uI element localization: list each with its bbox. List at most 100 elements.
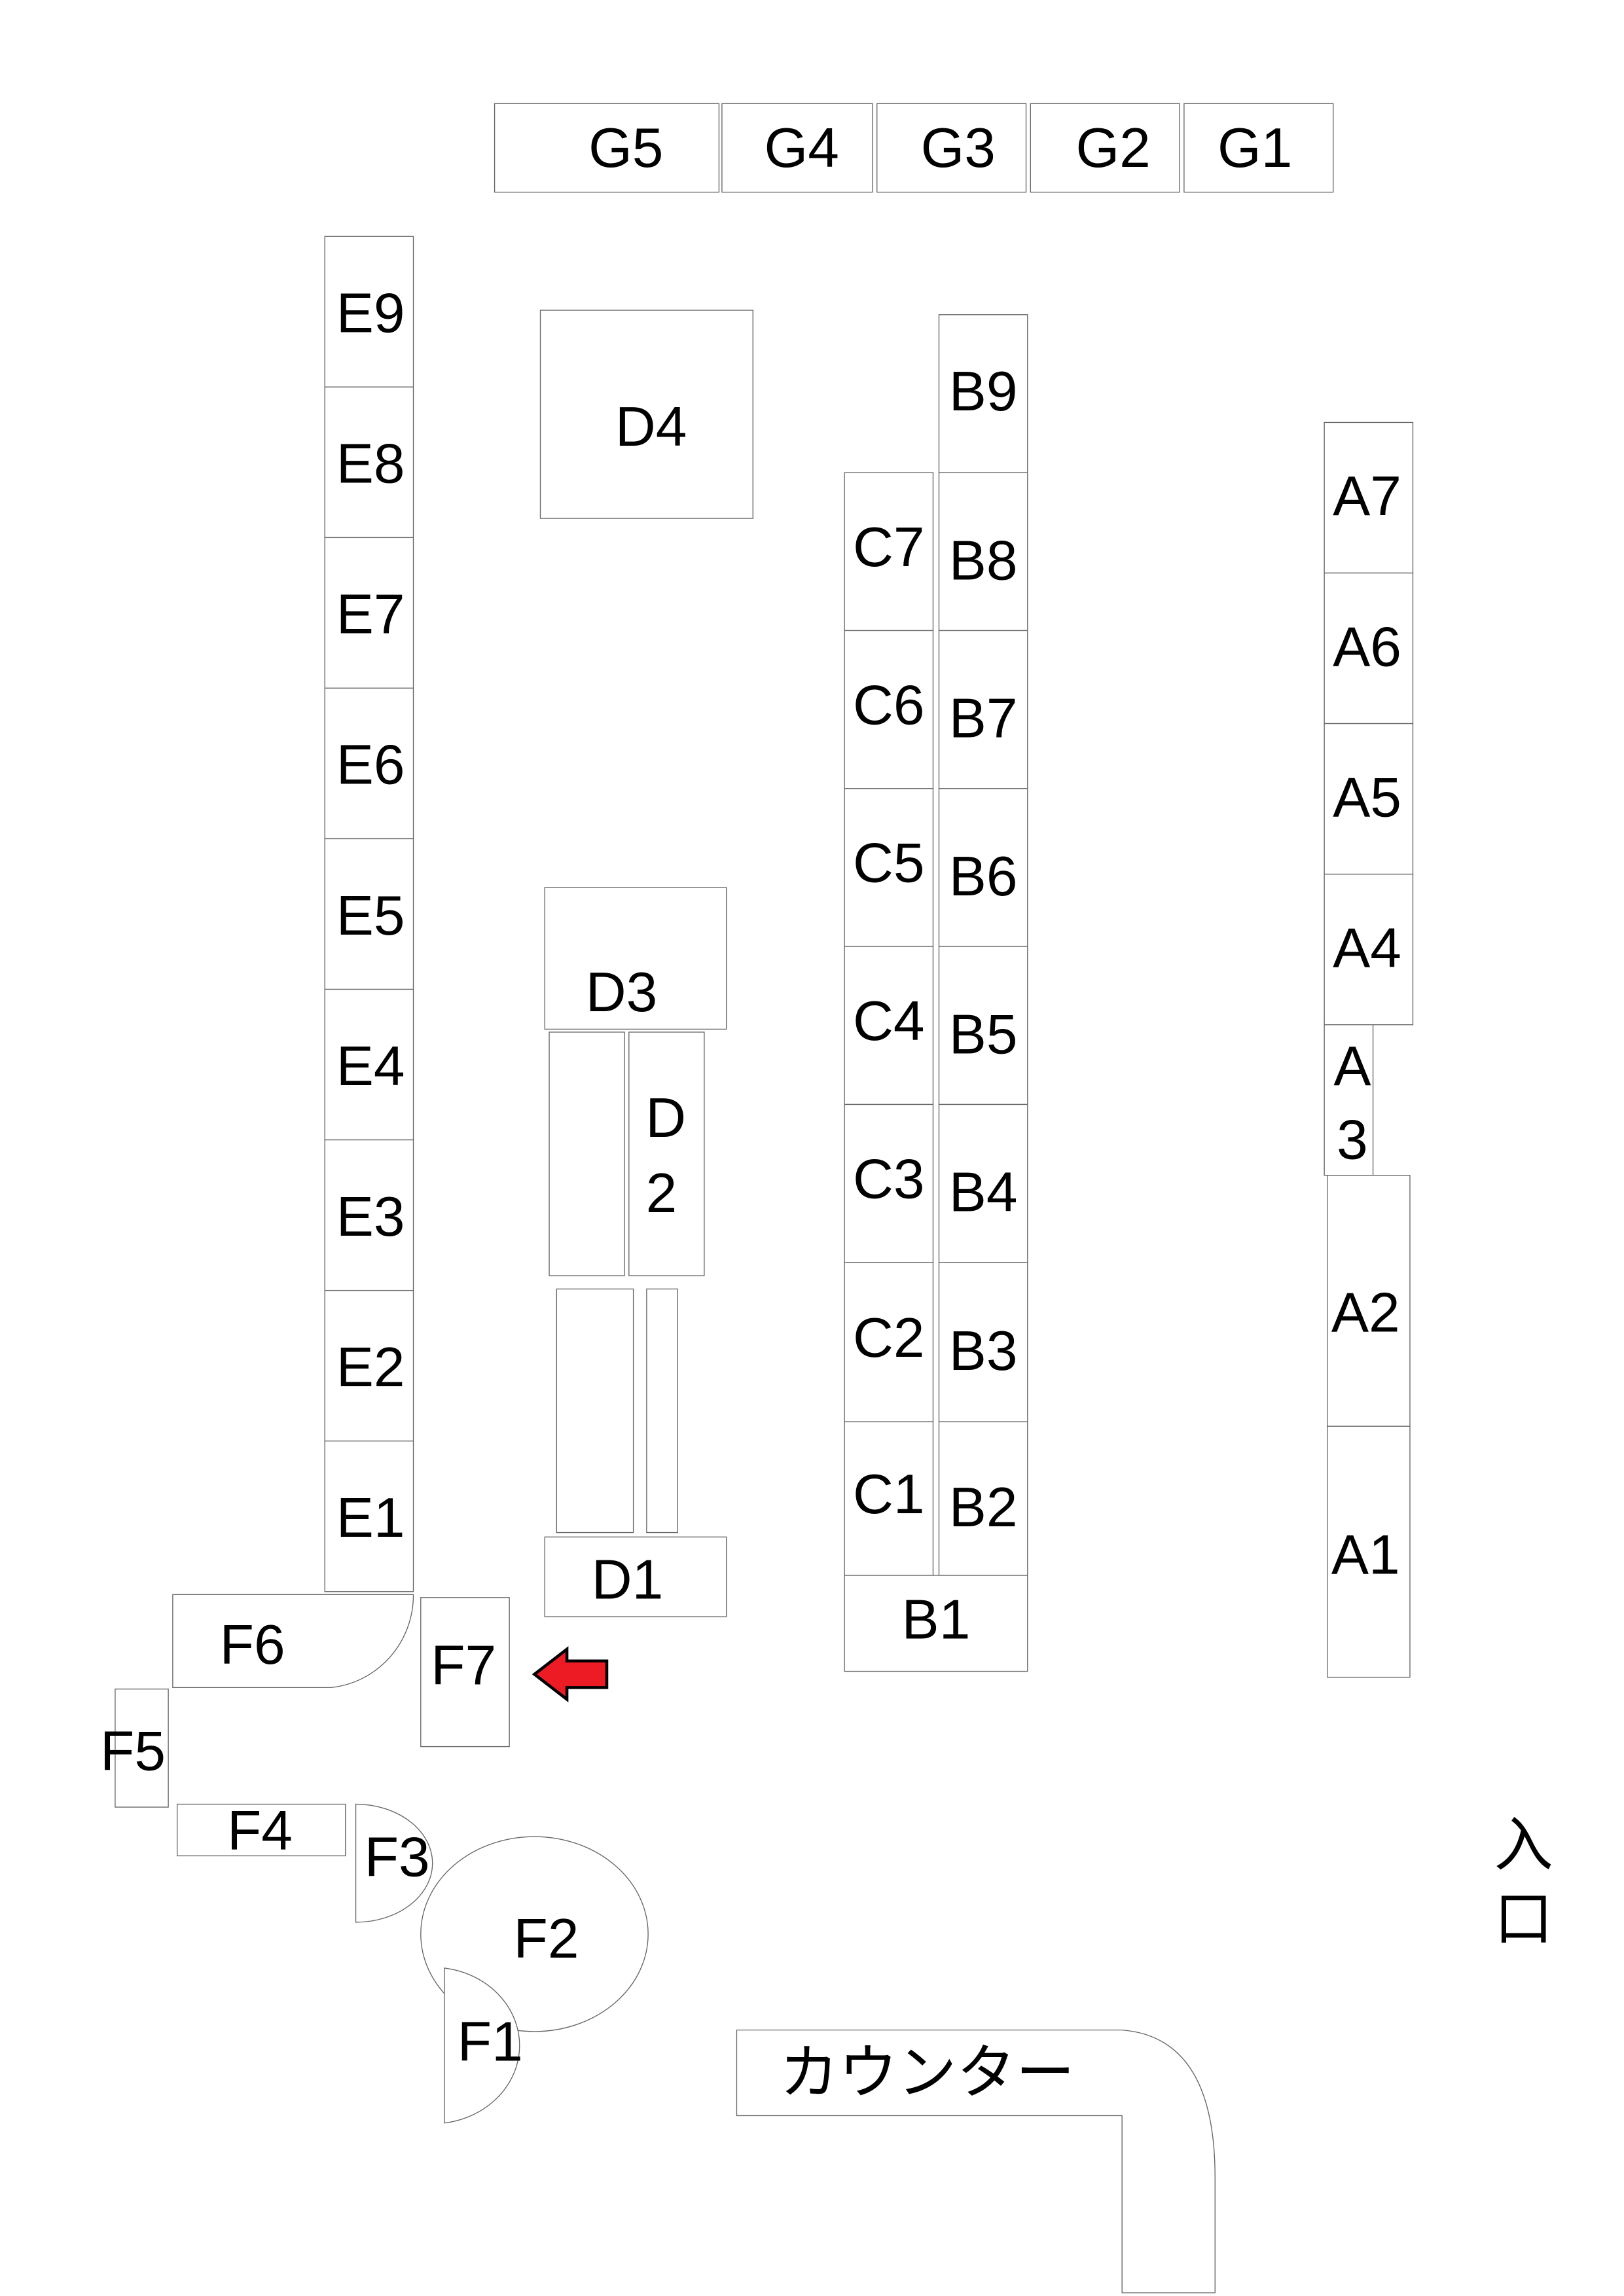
entrance-label-2: 口	[1494, 1885, 1553, 1954]
booth-label-a2: A2	[1331, 1281, 1400, 1344]
booth-e5[interactable]	[324, 838, 414, 990]
booth-label-c1: C1	[853, 1463, 925, 1526]
booth-g5[interactable]	[494, 103, 720, 193]
booth-d2-left[interactable]	[549, 1031, 625, 1276]
booth-label-f4: F4	[227, 1799, 293, 1862]
booth-c6[interactable]	[844, 630, 934, 789]
booth-label-f7: F7	[431, 1634, 496, 1697]
booth-d2[interactable]	[628, 1031, 705, 1276]
booth-f1[interactable]	[444, 1967, 520, 2124]
booth-label-b4: B4	[949, 1161, 1018, 1224]
booth-label-f2: F2	[514, 1907, 579, 1970]
booth-f6[interactable]	[172, 1594, 414, 1689]
booth-a2[interactable]	[1326, 1175, 1411, 1427]
booth-e3[interactable]	[324, 1139, 414, 1291]
booth-label-f3: F3	[365, 1826, 430, 1889]
booth-label-a7: A7	[1333, 465, 1401, 528]
booth-label-c3: C3	[853, 1147, 925, 1210]
booth-label-e6: E6	[336, 734, 405, 797]
booth-f7[interactable]	[420, 1597, 510, 1748]
booth-label-c5: C5	[853, 832, 925, 895]
booth-label-f6: F6	[220, 1613, 285, 1676]
booth-e9[interactable]	[324, 236, 414, 387]
booth-label-b5: B5	[949, 1003, 1018, 1066]
booth-c5[interactable]	[844, 788, 934, 947]
booth-b5[interactable]	[938, 946, 1028, 1105]
booth-label-f1: F1	[458, 2011, 523, 2073]
booth-b4[interactable]	[938, 1103, 1028, 1263]
booth-label-c6: C6	[853, 673, 925, 736]
booth-e4[interactable]	[324, 988, 414, 1141]
booth-d1[interactable]	[544, 1536, 727, 1617]
booth-e1[interactable]	[324, 1441, 414, 1592]
booth-b9[interactable]	[938, 314, 1028, 473]
booth-label-g1: G1	[1218, 117, 1292, 179]
booth-d-lower-1[interactable]	[556, 1288, 634, 1534]
booth-label-e7: E7	[336, 583, 405, 646]
counter	[736, 2029, 1216, 2293]
booth-label-e2: E2	[336, 1336, 405, 1399]
booth-label-b9: B9	[949, 360, 1018, 423]
booth-label-d2a: D	[645, 1086, 686, 1149]
booth-label-d2b: 2	[646, 1162, 677, 1225]
booth-label-a4: A4	[1333, 916, 1401, 979]
booth-d4[interactable]	[539, 310, 753, 519]
booth-label-e9: E9	[336, 282, 405, 345]
booth-label-e5: E5	[336, 884, 405, 947]
booth-e2[interactable]	[324, 1289, 414, 1442]
booth-label-e3: E3	[336, 1185, 405, 1248]
booth-label-a3b: 3	[1337, 1109, 1368, 1172]
booth-label-a3a: A	[1333, 1035, 1371, 1098]
booth-label-b3: B3	[949, 1319, 1018, 1382]
booth-c7[interactable]	[844, 472, 934, 632]
booth-g1[interactable]	[1183, 103, 1334, 193]
booth-g3[interactable]	[876, 103, 1027, 193]
booth-f5[interactable]	[115, 1688, 169, 1808]
booth-g4[interactable]	[721, 103, 873, 193]
booth-label-c4: C4	[853, 990, 925, 1052]
booth-d-lower-2[interactable]	[646, 1288, 678, 1534]
booth-c3[interactable]	[844, 1103, 934, 1263]
booth-label-d4: D4	[615, 395, 687, 458]
booth-a6[interactable]	[1324, 572, 1414, 725]
booth-f4[interactable]	[176, 1803, 346, 1857]
booth-c1[interactable]	[844, 1421, 934, 1576]
booth-label-b2: B2	[949, 1476, 1018, 1539]
booth-label-g2: G2	[1075, 117, 1150, 179]
booth-label-b6: B6	[949, 845, 1018, 908]
booth-b7[interactable]	[938, 630, 1028, 789]
booth-label-g4: G4	[765, 117, 839, 179]
booth-a5[interactable]	[1324, 723, 1414, 875]
booth-d3[interactable]	[544, 887, 727, 1030]
booth-label-d1: D1	[592, 1549, 664, 1611]
booth-label-d3: D3	[586, 961, 658, 1024]
booth-label-e4: E4	[336, 1035, 405, 1098]
booth-label-g5: G5	[588, 117, 663, 179]
booth-label-f5: F5	[100, 1719, 166, 1782]
booth-b8[interactable]	[938, 472, 1028, 632]
booth-a1[interactable]	[1326, 1426, 1411, 1678]
booth-e7[interactable]	[324, 537, 414, 689]
booth-label-a1: A1	[1331, 1523, 1400, 1586]
arrow-left-icon	[532, 1646, 609, 1703]
booth-label-a5: A5	[1333, 766, 1401, 829]
booth-label-b1: B1	[902, 1588, 971, 1651]
booth-a4[interactable]	[1324, 873, 1414, 1026]
booth-label-a6: A6	[1333, 615, 1401, 678]
booth-label-e8: E8	[336, 433, 405, 495]
booth-a3[interactable]	[1324, 1024, 1374, 1176]
booth-c2[interactable]	[844, 1262, 934, 1423]
entrance-label-1: 入	[1494, 1811, 1553, 1880]
booth-label-c7: C7	[853, 516, 925, 579]
booth-b1[interactable]	[844, 1575, 1028, 1672]
booth-label-b8: B8	[949, 529, 1018, 592]
booth-label-b7: B7	[949, 687, 1018, 750]
booth-b3[interactable]	[938, 1262, 1028, 1423]
booth-g2[interactable]	[1030, 103, 1180, 193]
booth-label-c2: C2	[853, 1306, 925, 1369]
booth-label-e1: E1	[336, 1486, 405, 1549]
booth-c4[interactable]	[844, 946, 934, 1105]
booth-f3[interactable]	[355, 1803, 433, 1923]
booth-b6[interactable]	[938, 788, 1028, 947]
